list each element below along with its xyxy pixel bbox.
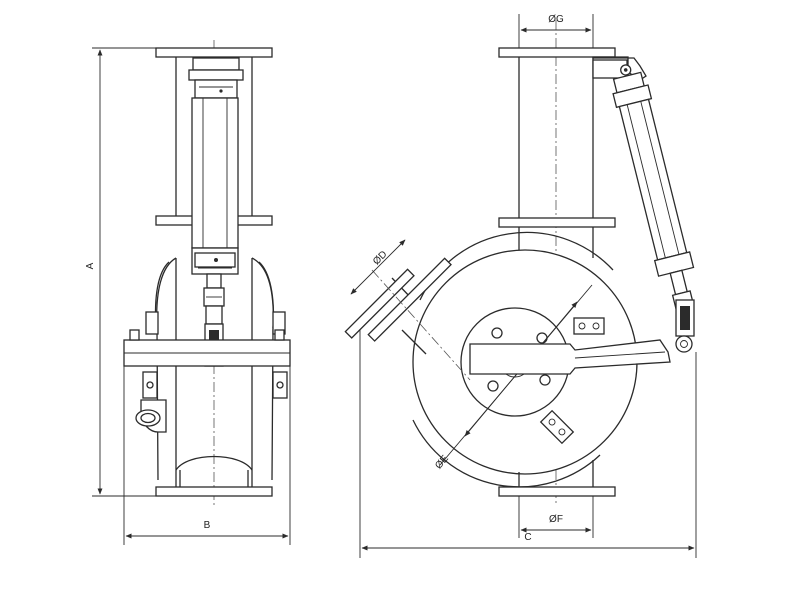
dimension-f: ØF bbox=[518, 496, 594, 538]
dimension-f-label: ØF bbox=[549, 514, 563, 525]
dimension-d-label: ØD bbox=[371, 249, 389, 267]
dimension-g: ØG bbox=[518, 14, 594, 48]
dimension-c-label: C bbox=[524, 532, 531, 543]
dimension-a: A bbox=[85, 47, 156, 497]
front-view bbox=[123, 40, 291, 505]
dimension-e-label: ØE bbox=[433, 453, 451, 471]
dimension-a-label: A bbox=[85, 262, 96, 269]
dimension-c: C bbox=[359, 330, 697, 558]
dimension-g-label: ØG bbox=[548, 14, 564, 25]
dimension-b-label: B bbox=[204, 520, 211, 531]
dimension-b: B bbox=[123, 366, 291, 545]
side-view bbox=[344, 20, 695, 505]
